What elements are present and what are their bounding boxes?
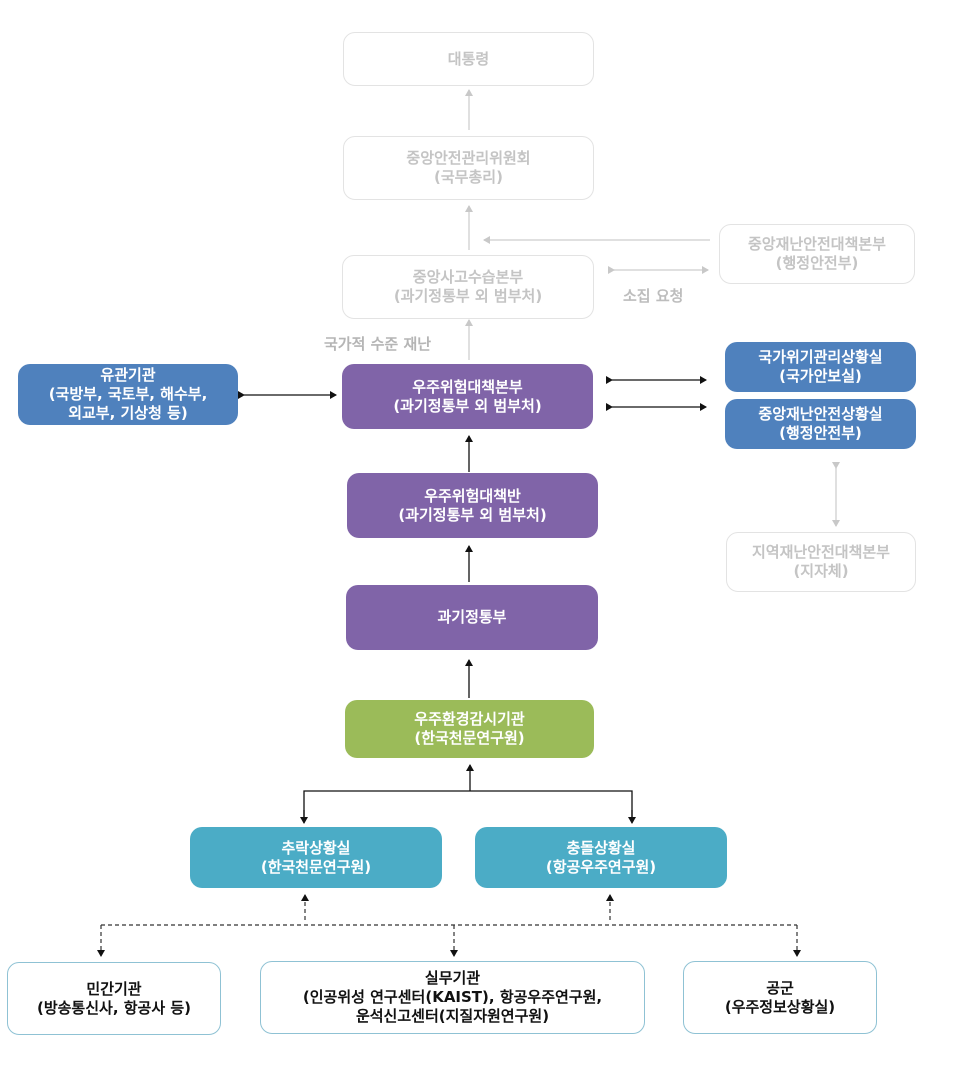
node-space-risk-team-line1: 우주위험대책반	[424, 486, 521, 505]
node-local-disaster-hq: 지역재난안전대책본부 (지자체)	[726, 532, 916, 592]
node-central-disaster-hq-line1: 중앙재난안전대책본부	[747, 235, 886, 253]
node-space-risk-hq-line2: (과기정통부 외 범부처)	[393, 396, 542, 415]
node-related-agencies: 유관기관 (국방부, 국토부, 해수부, 외교부, 기상청 등)	[18, 364, 238, 425]
node-space-monitoring-line1: 우주환경감시기관	[414, 710, 525, 728]
node-central-disaster-room-line1: 중앙재난안전상황실	[758, 405, 883, 423]
node-central-disaster-hq-line2: (행정안전부)	[775, 254, 859, 272]
node-central-disaster-room-line2: (행정안전부)	[779, 424, 862, 442]
node-private-agencies-line1: 민간기관	[86, 979, 142, 998]
node-central-disaster-hq: 중앙재난안전대책본부 (행정안전부)	[719, 224, 915, 284]
node-central-accident-hq-line1: 중앙사고수습본부	[412, 268, 524, 286]
node-space-risk-hq-line1: 우주위험대책본부	[412, 377, 523, 396]
node-fall-room-line1: 추락상황실	[281, 838, 351, 857]
node-national-crisis-room-line2: (국가안보실)	[779, 367, 862, 385]
node-space-monitoring: 우주환경감시기관 (한국천문연구원)	[345, 700, 594, 758]
node-fall-room-line2: (한국천문연구원)	[260, 857, 372, 876]
node-collision-room-line1: 충돌상황실	[566, 838, 636, 857]
node-space-risk-team: 우주위험대책반 (과기정통부 외 범부처)	[347, 473, 598, 538]
node-central-safety-committee: 중앙안전관리위원회 (국무총리)	[343, 136, 594, 200]
node-national-crisis-room-line1: 국가위기관리상황실	[758, 348, 883, 366]
node-space-risk-hq: 우주위험대책본부 (과기정통부 외 범부처)	[342, 364, 593, 429]
node-working-agencies: 실무기관 (인공위성 연구센터(KAIST), 항공우주연구원, 운석신고센터(…	[260, 961, 645, 1034]
node-central-safety-committee-line2: (국무총리)	[434, 168, 503, 186]
node-central-accident-hq: 중앙사고수습본부 (과기정통부 외 범부처)	[342, 255, 594, 319]
node-space-monitoring-line2: (한국천문연구원)	[414, 729, 525, 747]
node-private-agencies-line2: (방송통신사, 항공사 등)	[36, 998, 192, 1017]
node-private-agencies: 민간기관 (방송통신사, 항공사 등)	[7, 962, 221, 1035]
node-president-line1: 대통령	[447, 49, 490, 68]
node-fall-room: 추락상황실 (한국천문연구원)	[190, 827, 442, 888]
node-air-force-line1: 공군	[766, 978, 794, 997]
node-working-agencies-line2: (인공위성 연구센터(KAIST), 항공우주연구원,	[302, 988, 603, 1006]
node-collision-room-line2: (항공우주연구원)	[545, 857, 657, 876]
node-national-crisis-room: 국가위기관리상황실 (국가안보실)	[725, 342, 916, 392]
node-local-disaster-hq-line2: (지자체)	[793, 562, 849, 580]
branch-line	[303, 790, 633, 822]
node-msit: 과기정통부	[346, 585, 598, 650]
node-air-force: 공군 (우주정보상황실)	[683, 961, 877, 1034]
node-air-force-line2: (우주정보상황실)	[724, 997, 836, 1016]
node-working-agencies-line3: 운석신고센터(지질자원연구원)	[355, 1007, 550, 1025]
node-msit-line1: 과기정통부	[437, 608, 507, 626]
node-working-agencies-line1: 실무기관	[424, 969, 481, 987]
node-central-disaster-room: 중앙재난안전상황실 (행정안전부)	[725, 399, 916, 449]
node-local-disaster-hq-line1: 지역재난안전대책본부	[751, 543, 890, 561]
node-space-risk-team-line2: (과기정통부 외 범부처)	[398, 505, 547, 524]
label-national-level-disaster: 국가적 수준 재난	[324, 335, 432, 353]
node-central-safety-committee-line1: 중앙안전관리위원회	[406, 149, 531, 167]
label-convene-request: 소집 요청	[623, 287, 684, 305]
node-collision-room: 충돌상황실 (항공우주연구원)	[475, 827, 727, 888]
node-related-agencies-line2: (국방부, 국토부, 해수부,	[48, 385, 208, 403]
node-central-accident-hq-line2: (과기정통부 외 범부처)	[393, 287, 543, 305]
node-related-agencies-line1: 유관기관	[100, 366, 156, 384]
node-president: 대통령	[343, 32, 594, 86]
node-related-agencies-line3: 외교부, 기상청 등)	[68, 404, 188, 422]
